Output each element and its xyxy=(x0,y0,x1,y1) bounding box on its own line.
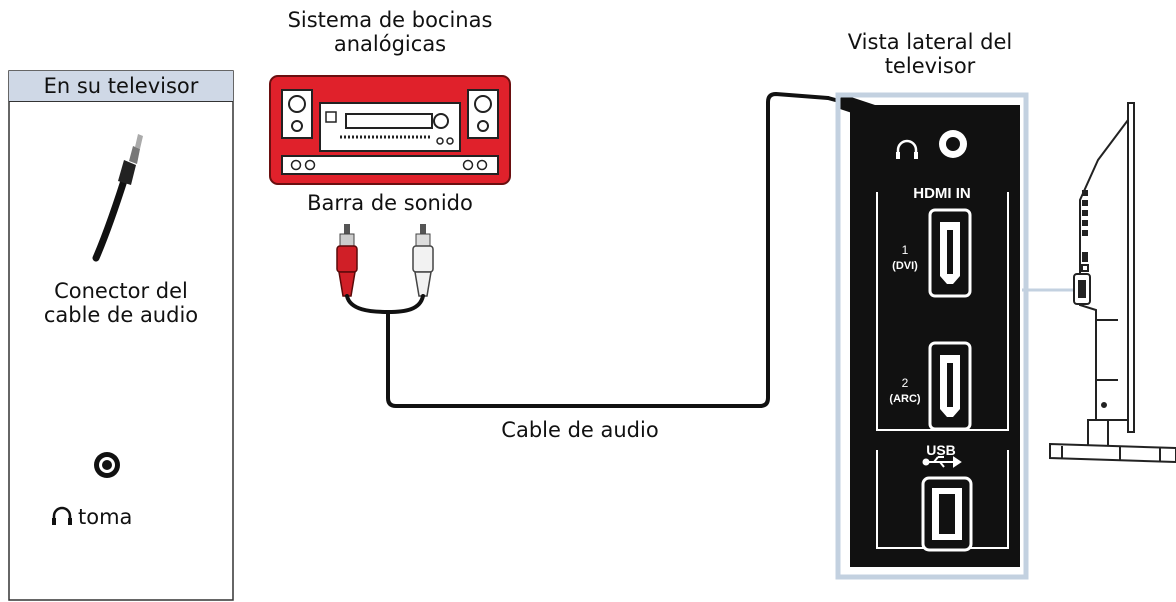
connector-label-line1: Conector del xyxy=(54,279,188,303)
rca-white-plug-icon xyxy=(412,224,434,297)
tv-side-profile-icon xyxy=(1049,102,1176,464)
hdmi-port-1-number: 1 xyxy=(902,243,909,257)
connector-label-line2: cable de audio xyxy=(43,303,199,328)
jack-label: toma xyxy=(78,505,133,529)
tv-headphone-glyph-icon xyxy=(896,139,918,159)
hdmi-port-2 xyxy=(928,341,972,431)
usb-label: USB xyxy=(926,442,956,458)
cable-label: Cable de audio xyxy=(501,418,659,442)
speaker-system-title-line2: analógicas xyxy=(333,32,447,57)
left-panel-title: En su televisor xyxy=(9,71,233,102)
headphone-icon xyxy=(52,506,72,525)
soundbar-label: Barra de sonido xyxy=(307,191,473,215)
hdmi-port-2-sub: (ARC) xyxy=(889,393,920,405)
rca-red-plug-icon xyxy=(336,224,358,297)
left-panel-frame xyxy=(8,70,234,601)
speaker-system-title-line1: Sistema de bocinas xyxy=(287,8,493,32)
tv-panel-outline xyxy=(835,92,1029,580)
connector-label: Conector del cable de audio xyxy=(14,279,228,327)
usb-symbol-icon xyxy=(922,456,962,468)
tv-side-title-line2: televisor xyxy=(884,54,976,79)
headphone-jack-icon xyxy=(94,452,120,478)
tv-side-title-line1: Vista lateral del xyxy=(847,30,1013,54)
speaker-system-title: Sistema de bocinas analógicas xyxy=(255,8,525,56)
hdmi-port-1-sub: (DVI) xyxy=(892,260,918,272)
hdmi-port-1 xyxy=(928,208,972,298)
usb-port xyxy=(921,476,973,552)
analog-receiver-icon xyxy=(269,75,511,185)
audio-plug-icon xyxy=(92,134,143,262)
hdmi-in-label: HDMI IN xyxy=(913,185,971,202)
hdmi-port-2-number: 2 xyxy=(902,376,909,390)
tv-headphone-port-icon xyxy=(939,130,967,158)
tv-side-title: Vista lateral del televisor xyxy=(830,30,1030,78)
